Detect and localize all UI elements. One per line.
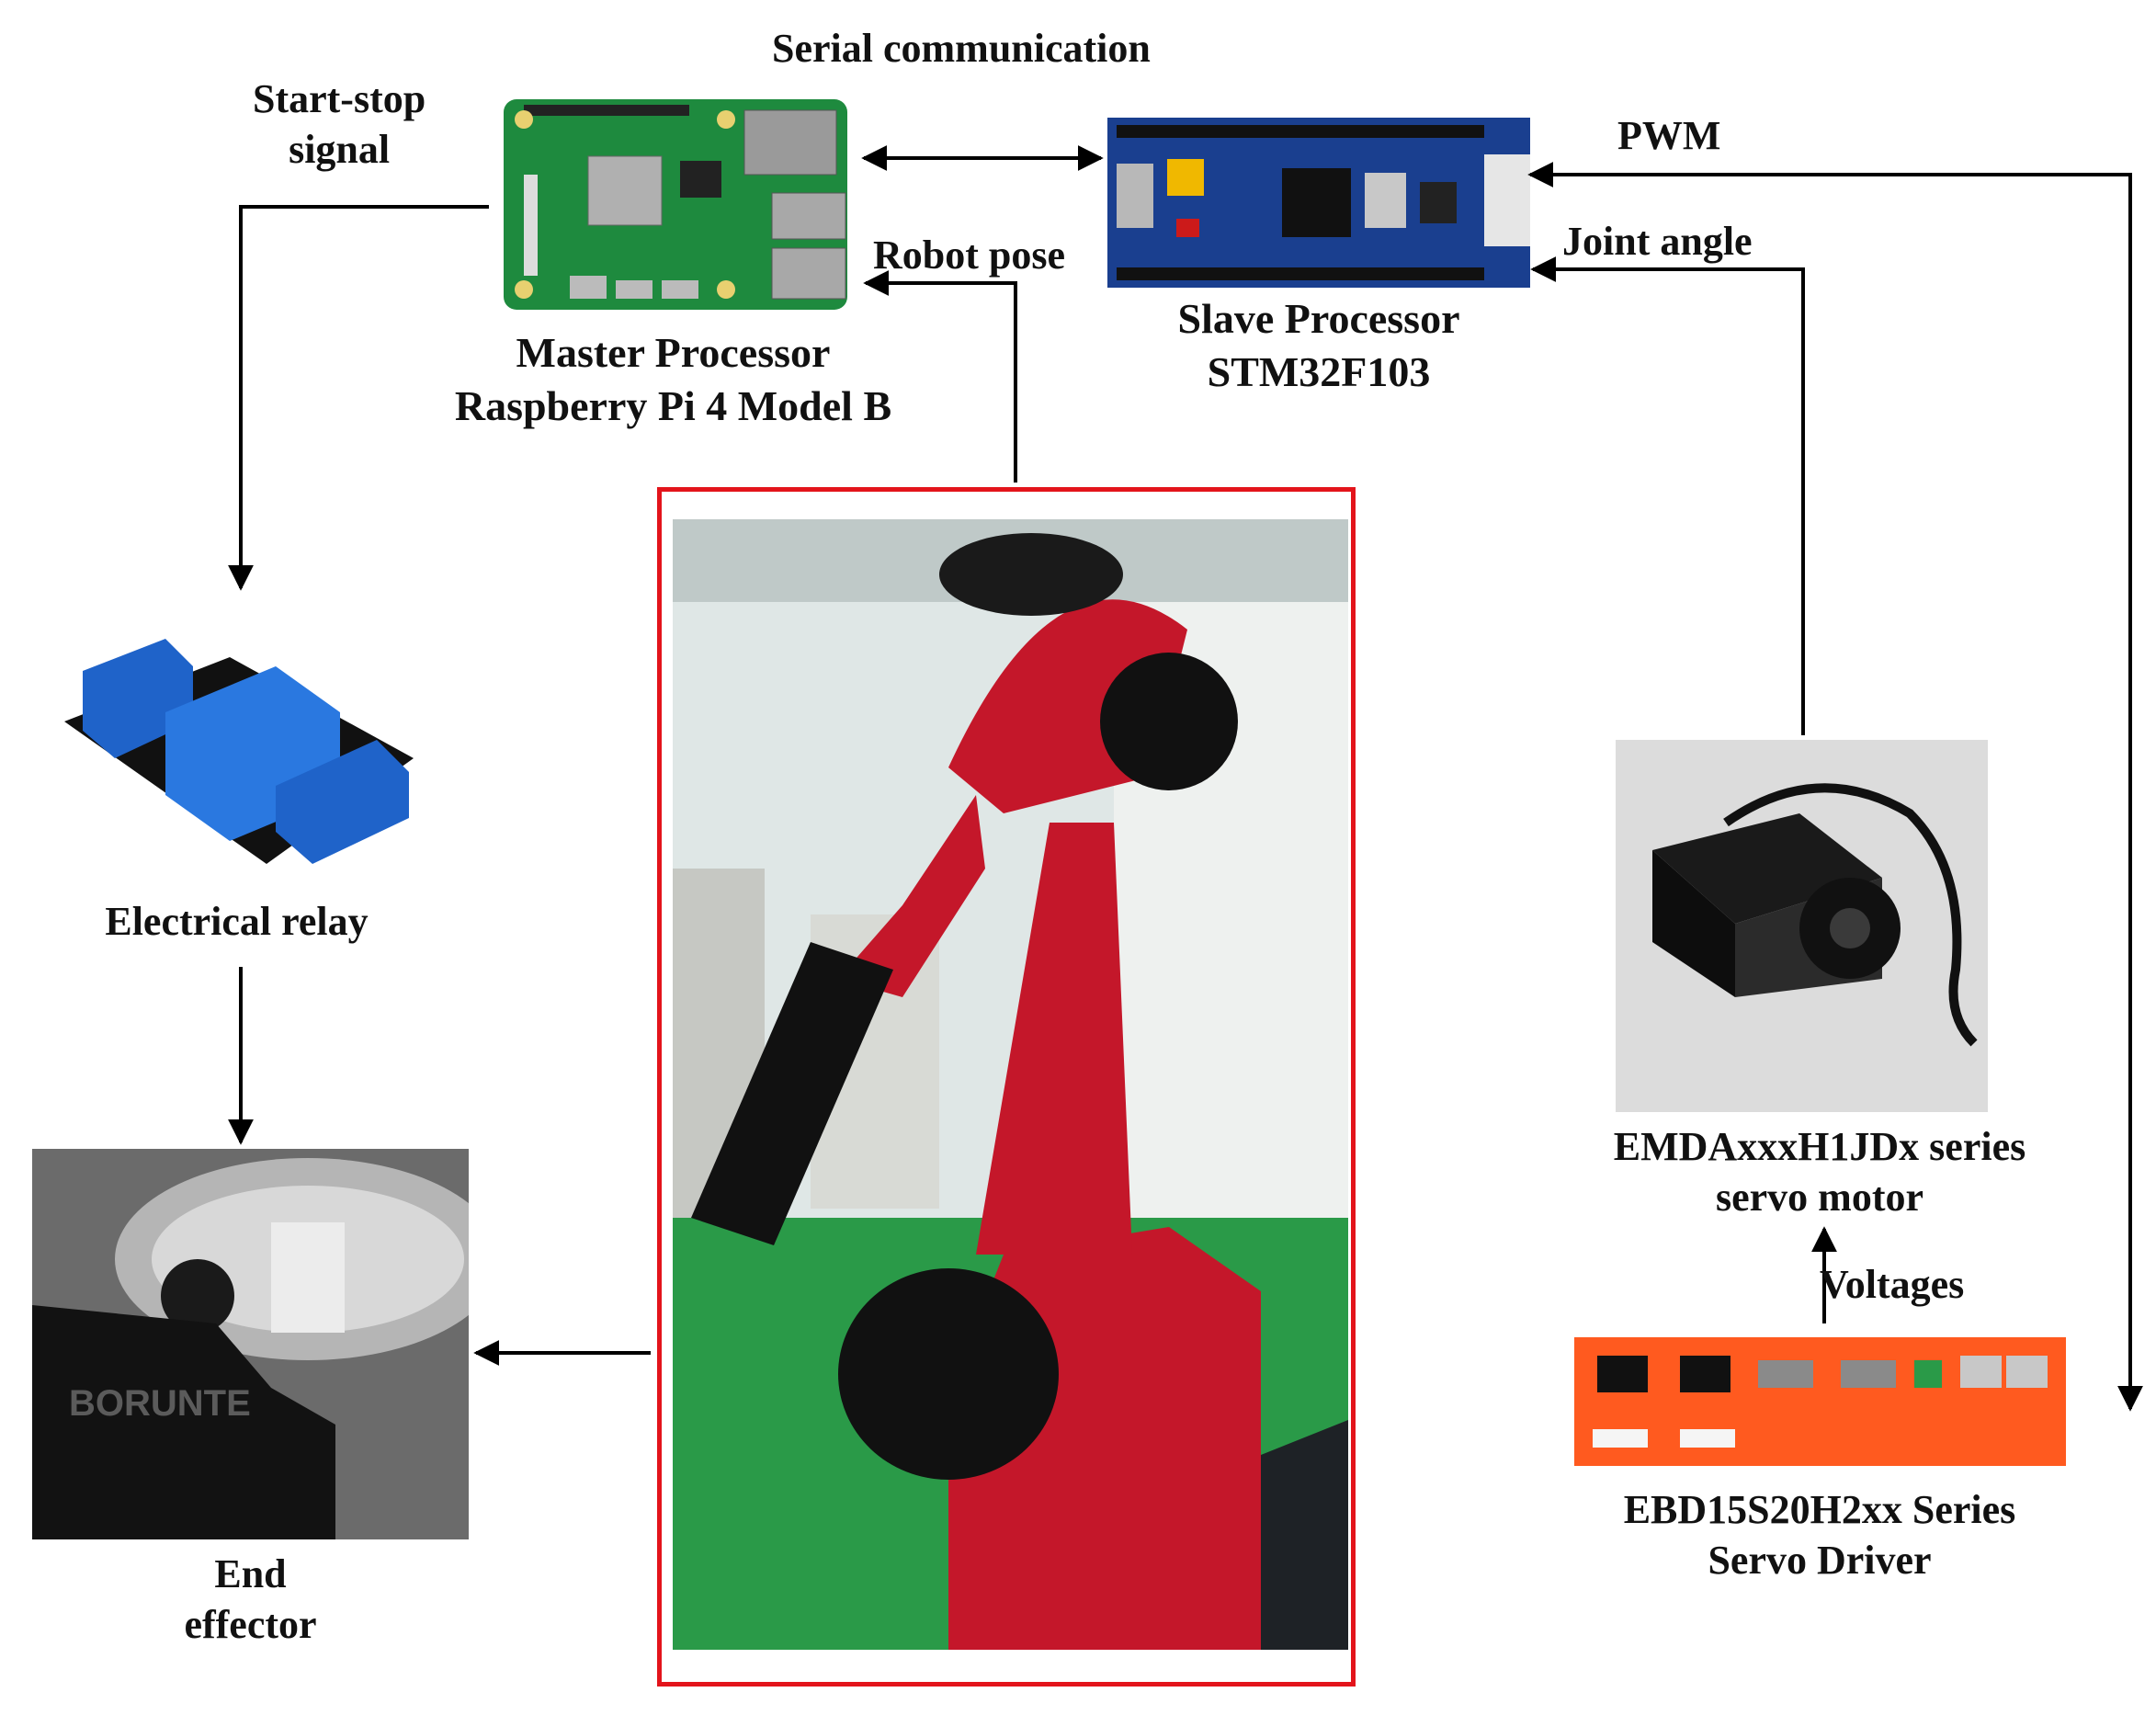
slave-processor-label: Slave Processor STM32F103 [1135,292,1503,398]
relay-image [46,602,423,878]
start-stop-line1: Start-stop [253,76,426,121]
servo-motor-line2: servo motor [1715,1175,1923,1220]
raspberry-pi-image [496,92,855,317]
servo-driver-line1: EBD15S20H2xx Series [1623,1487,2016,1532]
master-processor-line2: Raspberry Pi 4 Model B [454,381,892,429]
end-effector-image: BORUNTE [32,1149,469,1539]
start-stop-arrow [228,205,489,591]
joint-angle-label: Joint angle [1562,219,1753,264]
stm32-board-image [1107,118,1530,288]
pwm-label: PWM [1617,113,1721,158]
servo-motor-label: EMDAxxxH1JDx series servo motor [1562,1121,2077,1222]
robot-pose-arrow [863,270,1017,483]
servo-driver-label: EBD15S20H2xx Series Servo Driver [1562,1484,2077,1585]
master-processor-line1: Master Processor [516,329,831,376]
joint-angle-arrow [1530,256,1805,735]
serial-communication-label: Serial communication [772,26,1151,71]
start-stop-label: Start-stop signal [253,74,426,175]
end-effector-label: End effector [147,1549,354,1650]
slave-processor-line2: STM32F103 [1207,347,1431,395]
end-effector-line2: effector [184,1602,317,1647]
robot-arm-frame [657,487,1356,1687]
slave-processor-line1: Slave Processor [1177,295,1460,342]
voltages-label: Voltages [1820,1262,1965,1307]
robot-pose-label: Robot pose [873,233,1066,278]
pwm-arrow [1527,162,2143,1412]
servo-motor-line1: EMDAxxxH1JDx series [1613,1124,2026,1169]
end-effector-brand-text: BORUNTE [69,1383,251,1424]
relay-label: Electrical relay [105,899,369,944]
robot-arm-image [673,519,1348,1650]
start-stop-line2: signal [289,127,391,172]
servo-driver-line2: Servo Driver [1708,1538,1932,1583]
end-effector-line1: End [214,1551,287,1596]
master-processor-label: Master Processor Raspberry Pi 4 Model B [423,326,924,432]
